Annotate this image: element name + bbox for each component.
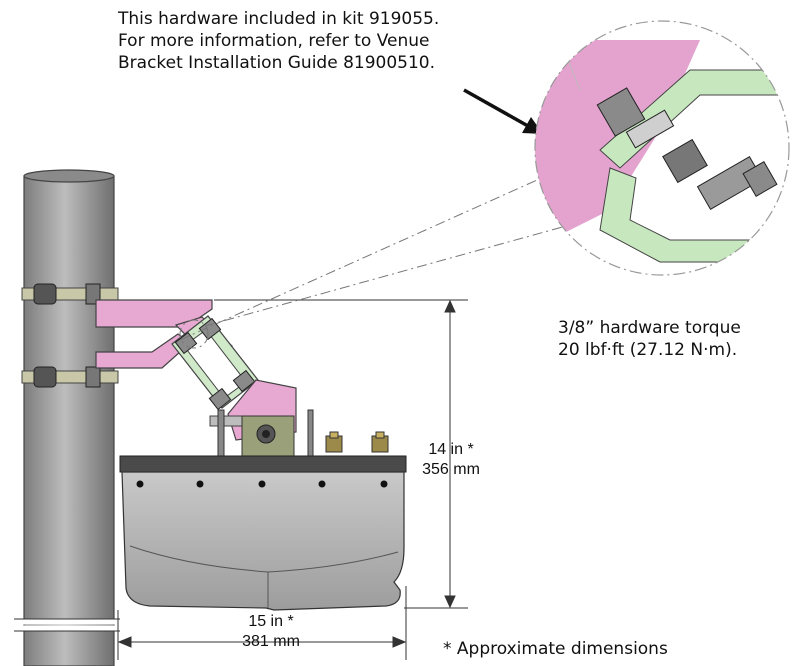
kit-note-line: Bracket Installation Guide 81900510.: [118, 53, 435, 73]
height-inches: 14 in *: [428, 441, 474, 458]
pole: [14, 169, 120, 666]
kit-hardware-note: This hardware included in kit 919055. Fo…: [118, 8, 558, 74]
kit-note-line: This hardware included in kit 919055.: [118, 9, 440, 29]
note-arrow: [463, 88, 543, 134]
width-millimeters: 381 mm: [242, 633, 300, 650]
height-label: 14 in * 356 mm: [406, 440, 496, 480]
bracket-clamp: [171, 315, 259, 411]
detail-zoom: [534, 20, 790, 276]
height-millimeters: 356 mm: [422, 461, 480, 478]
detail-leader-lines: [179, 171, 567, 349]
connector-box: [217, 409, 314, 457]
approximate-dimensions-note: * Approximate dimensions: [443, 639, 668, 659]
torque-note: 3/8” hardware torque 20 lbf·ft (27.12 N·…: [558, 317, 808, 361]
connectors: [325, 431, 389, 453]
width-label: 15 in * 381 mm: [226, 612, 316, 652]
kit-note-line: For more information, refer to Venue: [118, 31, 430, 51]
height-dimension: [214, 299, 468, 609]
torque-note-line: 20 lbf·ft (27.12 N·m).: [558, 340, 738, 360]
width-inches: 15 in *: [248, 613, 294, 630]
torque-note-line: 3/8” hardware torque: [558, 318, 741, 338]
pole-clamp-lower: [21, 366, 119, 388]
width-dimension: [117, 586, 407, 660]
pole-clamp-upper: [21, 283, 119, 305]
housing: [119, 455, 407, 611]
